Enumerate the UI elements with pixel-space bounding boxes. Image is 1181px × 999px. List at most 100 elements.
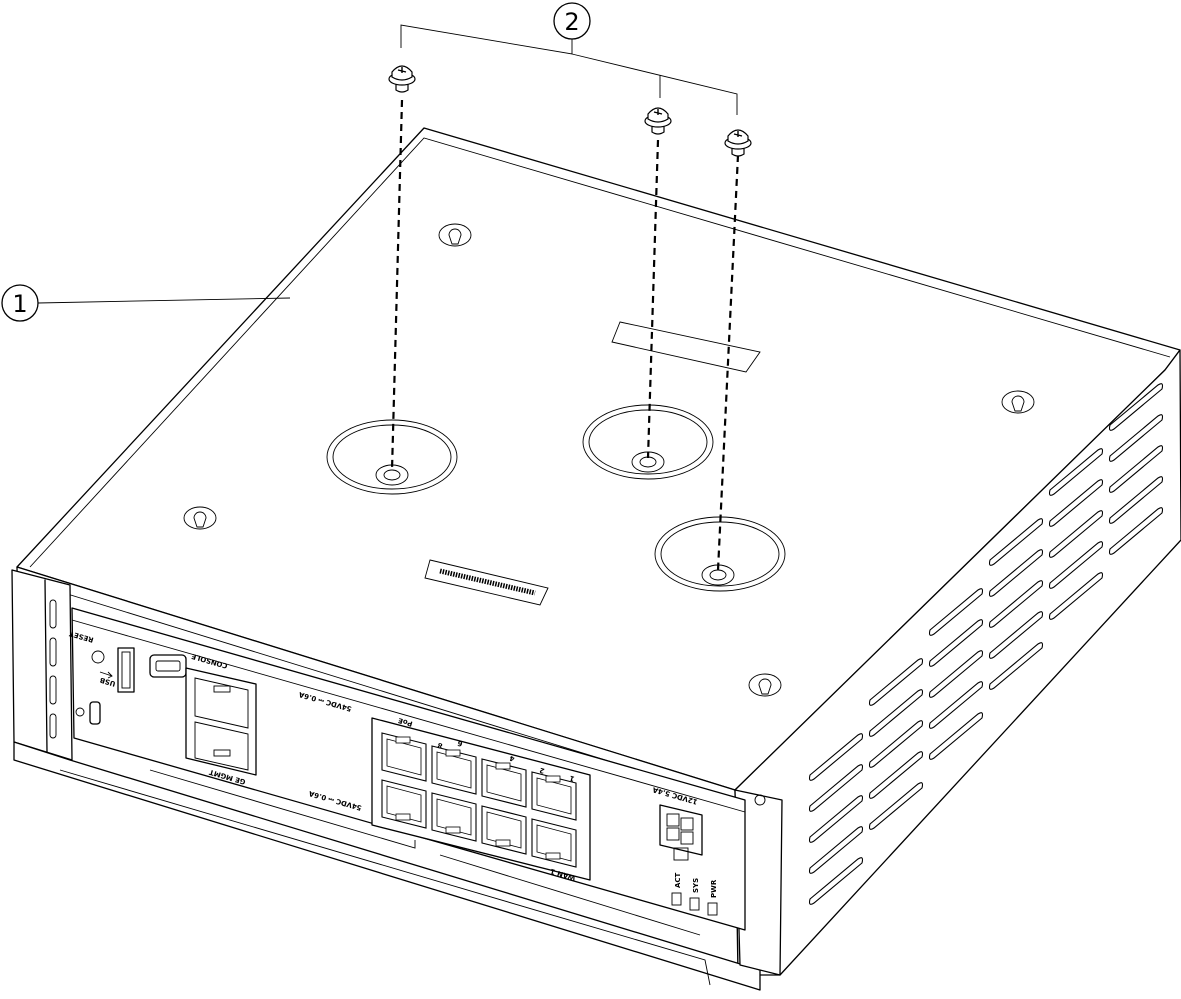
vent-slot [988,518,1044,566]
vent-slot [808,826,864,874]
vent-slot [808,733,864,781]
base-rail-inner [59,769,711,986]
vent-slot [988,642,1044,690]
mounting-boss-right [654,516,786,592]
vent-slot [808,795,864,843]
base-groove-left [149,769,416,849]
vent-slot [1108,414,1164,462]
vent-slot [1048,448,1104,496]
vent-slot [1048,541,1104,589]
side-vent-slots [808,383,1164,905]
power-pin [680,817,694,831]
pwr-led [707,902,718,916]
top-face-features [183,223,1035,697]
screw [388,65,416,93]
callout-leader-2a [400,24,573,55]
callout-device: 1 [1,284,291,322]
vent-slot [868,689,924,737]
vent-slot [808,764,864,812]
ge-mgmt-port-bottom[interactable] [194,721,249,771]
vent-slot [808,857,864,905]
sys-led [689,897,700,911]
rating-label [611,321,761,373]
left-bracket-fold [44,579,48,753]
left-bracket-slots [49,599,57,739]
usb-port-inner [121,651,131,689]
front-panel-edge [71,619,746,813]
vent-slot [1108,383,1164,431]
vent-slot [928,650,984,698]
front-panel: RESET USB CONSOLE GE MGMT 54VDC ⎓ 0.6A 5… [68,607,746,931]
lock-icon [75,707,85,717]
poe-tag: PoE [397,716,414,728]
act-led [671,892,682,906]
screw [644,107,672,135]
rj45-port[interactable] [481,758,527,808]
callout-number-2: 2 [564,8,579,36]
rj45-port[interactable] [431,745,477,795]
screw-path-center [646,139,660,459]
vent-slot [988,611,1044,659]
rj45-port[interactable] [531,818,577,868]
callout-screws: 2 [400,2,738,115]
callout-leader-1 [37,297,291,304]
rj45-port[interactable] [381,779,427,829]
vent-slot [1048,479,1104,527]
port-label-2: 2 [539,766,546,775]
chassis-top-rim [29,137,1171,568]
vent-slot [928,681,984,729]
port-label-1: 1 [569,774,576,783]
rj45-port[interactable] [481,805,527,855]
sys-label: SYS [692,878,700,893]
power-pin [666,827,680,841]
screw [724,129,752,157]
ge-mgmt-port-top-tab [213,685,231,693]
vent-slot [1048,510,1104,558]
rj45-port[interactable] [431,792,477,842]
vent-slot [928,712,984,760]
keyhole-slot [748,673,782,697]
power-latch [673,847,689,861]
vent-slot [1108,476,1164,524]
keyhole-slot [183,506,217,530]
console-port[interactable] [149,654,187,678]
vent-slot [988,580,1044,628]
rj45-port[interactable] [381,732,427,782]
usb-port[interactable] [117,647,135,693]
port-label-6: 6 [457,739,464,748]
rj45-port[interactable] [531,771,577,821]
screw-insertion-paths [390,99,740,571]
base-groove-right [439,854,701,936]
reset-pinhole[interactable] [91,650,105,664]
usb-icon [99,671,113,679]
security-slot [89,701,101,725]
vent-slot [1048,572,1104,620]
left-bracket [11,569,73,761]
screw-path-left [390,99,404,471]
power-pin [680,831,694,845]
keyhole-slot [438,223,472,247]
bracket-screw-hole [754,794,766,806]
switch-ports [381,732,577,868]
vent-slot [1108,507,1164,555]
keyhole-slot [1001,390,1035,414]
screws [388,65,752,157]
vent-slot [928,588,984,636]
pwr-label: PWR [710,879,718,898]
port-label-8: 8 [437,741,444,750]
vent-slot [988,549,1044,597]
vent-slot [868,658,924,706]
power-pin [666,813,680,827]
vent-slot [928,619,984,667]
port-label-4: 4 [509,754,516,763]
barcode-label [424,559,549,606]
act-label: ACT [674,872,682,888]
vent-slot [868,720,924,768]
callout-number-1: 1 [12,290,27,318]
vent-slot [868,782,924,830]
vent-slot [868,751,924,799]
callout-leader-2b [571,53,738,115]
ge-mgmt-port-bottom-tab [213,749,231,757]
screw-path-right [716,154,740,571]
